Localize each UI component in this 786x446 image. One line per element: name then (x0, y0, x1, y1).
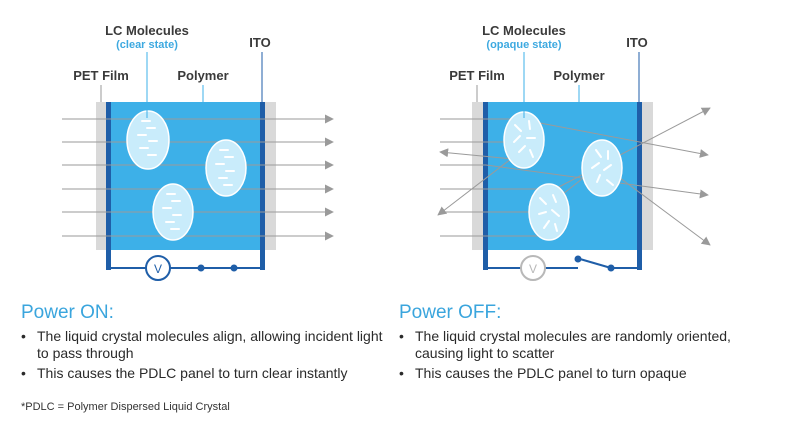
bullet-item: • This causes the PDLC panel to turn opaq… (399, 365, 769, 382)
bullet-text: This causes the PDLC panel to turn clear… (37, 365, 348, 381)
switch-contact (230, 264, 238, 272)
voltmeter-label: V (529, 262, 537, 276)
lc-molecules-label: LC Molecules (105, 23, 189, 38)
polymer-label: Polymer (553, 68, 604, 83)
light-ray (554, 107, 711, 190)
lc-state-label: (opaque state) (486, 39, 562, 51)
lc-droplet (205, 139, 247, 197)
power-off-heading: Power OFF: (399, 302, 502, 323)
clear-state-panel: V LC Molecules (clear state) ITO PET Fil… (62, 23, 334, 281)
lc-droplet (152, 183, 194, 241)
voltmeter-label: V (154, 262, 162, 276)
pet-film-label: PET Film (449, 68, 505, 83)
ito-electrode-left (483, 102, 488, 270)
power-circuit-closed: V (109, 255, 263, 281)
open-switch-lever (579, 258, 612, 269)
bullet-glyph: • (21, 328, 26, 344)
power-off-caption: Power OFF: • The liquid crystal molecules… (399, 302, 769, 385)
bullet-text: The liquid crystal molecules align, allo… (37, 328, 383, 361)
scattered-light-rays (437, 107, 711, 246)
light-ray (518, 118, 709, 158)
incident-light-rays (62, 114, 334, 241)
switch-contact (197, 264, 205, 272)
bullet-text: This causes the PDLC panel to turn opaqu… (415, 365, 687, 381)
lc-molecules-label: LC Molecules (482, 23, 566, 38)
footnote: *PDLC = Polymer Dispersed Liquid Crystal (21, 401, 230, 413)
lc-droplet (126, 110, 170, 170)
power-on-bullet-list: • The liquid crystal molecules align, all… (21, 328, 391, 382)
power-on-caption: Power ON: • The liquid crystal molecules … (21, 302, 391, 385)
bullet-glyph: • (399, 328, 404, 344)
lc-state-label: (clear state) (116, 39, 178, 51)
ito-electrode-left (106, 102, 111, 270)
power-off-bullet-list: • The liquid crystal molecules are random… (399, 328, 769, 382)
ito-label: ITO (249, 35, 270, 50)
voltmeter-icon (145, 255, 171, 281)
bullet-text: The liquid crystal molecules are randoml… (415, 328, 731, 361)
lc-droplet (581, 139, 623, 197)
pet-film-label: PET Film (73, 68, 129, 83)
voltmeter-icon (520, 255, 546, 281)
bullet-item: • The liquid crystal molecules are random… (399, 328, 769, 362)
bullet-item: • The liquid crystal molecules align, all… (21, 328, 391, 362)
power-circuit-open: V (486, 255, 640, 281)
lc-droplet (503, 111, 545, 169)
opaque-state-panel: V LC Molecules (opaque state) ITO PET Fi… (437, 23, 711, 281)
switch-contact (574, 255, 582, 263)
light-ray (439, 148, 514, 160)
ito-label: ITO (626, 35, 647, 50)
polymer-label: Polymer (177, 68, 228, 83)
switch-contact (607, 264, 615, 272)
lc-droplet (528, 183, 570, 241)
ito-electrode-right (260, 102, 265, 270)
power-on-heading: Power ON: (21, 302, 114, 323)
bullet-glyph: • (399, 365, 404, 381)
bullet-glyph: • (21, 365, 26, 381)
bullet-item: • This causes the PDLC panel to turn clea… (21, 365, 391, 382)
